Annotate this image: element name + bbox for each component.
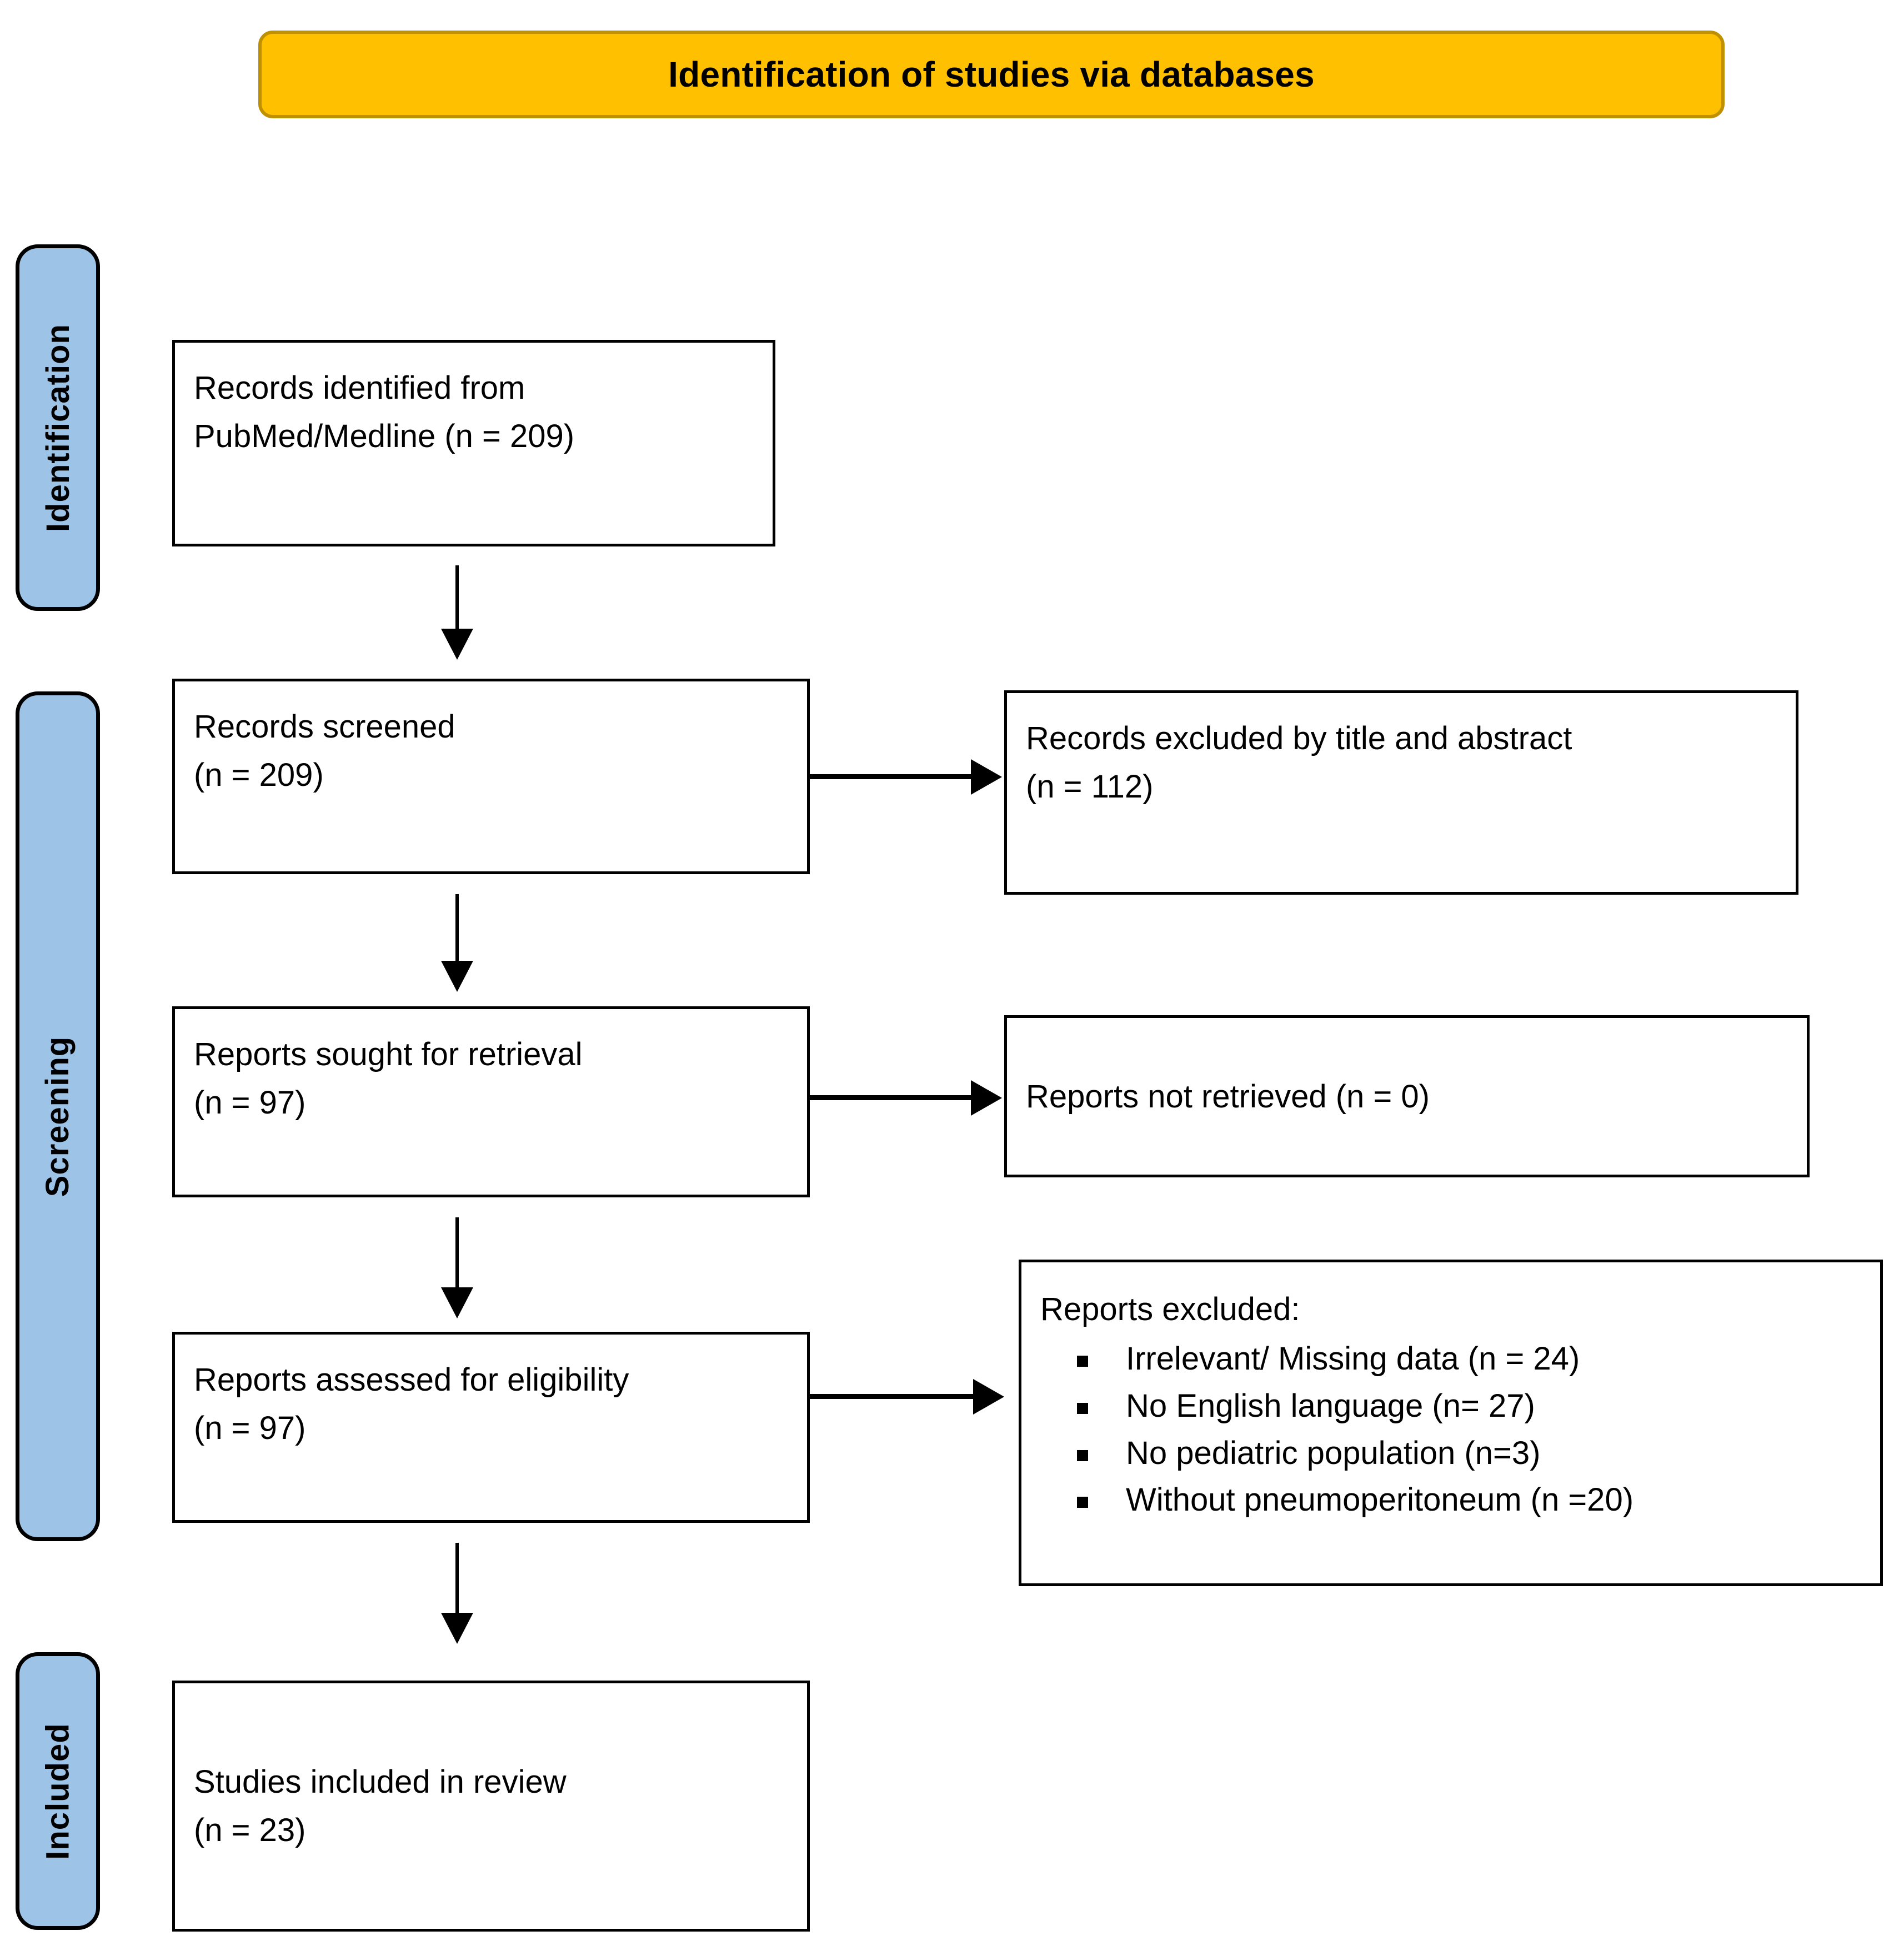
- list-item-label: No pediatric population (n=3): [1126, 1435, 1541, 1471]
- stage-band-screening: Screening: [16, 691, 100, 1541]
- arrow-assessed-to-excluded-line: [810, 1394, 974, 1399]
- reports-excluded-items: Irrelevant/ Missing data (n = 24) No Eng…: [1040, 1336, 1861, 1524]
- list-item-label: Without pneumoperitoneum (n =20): [1126, 1482, 1634, 1518]
- arrow-screened-to-sought-line: [455, 894, 459, 963]
- reports-excluded-title: Reports excluded:: [1040, 1291, 1300, 1327]
- arrow-assessed-to-included-line: [455, 1543, 459, 1615]
- square-bullet-icon: [1077, 1497, 1088, 1508]
- arrow-sought-to-assessed-head: [441, 1287, 473, 1318]
- box-reports-sought: Reports sought for retrieval (n = 97): [172, 1006, 810, 1197]
- arrow-assessed-to-included-head: [441, 1613, 473, 1644]
- box-studies-included: Studies included in review (n = 23): [172, 1681, 810, 1932]
- box-reports-assessed: Reports assessed for eligibility (n = 97…: [172, 1332, 810, 1523]
- box-reports-assessed-text: Reports assessed for eligibility (n = 97…: [194, 1362, 629, 1446]
- list-item: Without pneumoperitoneum (n =20): [1077, 1477, 1861, 1524]
- stage-label-identification: Identification: [39, 323, 76, 532]
- box-studies-included-text: Studies included in review (n = 23): [194, 1764, 567, 1848]
- arrow-sought-to-not-retrieved-line: [810, 1095, 972, 1100]
- arrow-screened-to-excluded-line: [810, 774, 972, 779]
- arrow-sought-to-not-retrieved-head: [971, 1080, 1002, 1116]
- arrow-identified-to-screened-head: [441, 629, 473, 660]
- box-reports-not-retrieved: Reports not retrieved (n = 0): [1004, 1015, 1810, 1177]
- stage-label-screening: Screening: [39, 1036, 76, 1197]
- header-banner: Identification of studies via databases: [258, 31, 1725, 118]
- stage-band-identification: Identification: [16, 244, 100, 611]
- square-bullet-icon: [1077, 1356, 1088, 1367]
- box-records-screened: Records screened (n = 209): [172, 679, 810, 874]
- box-records-identified-text: Records identified from PubMed/Medline (…: [194, 370, 575, 454]
- list-item: Irrelevant/ Missing data (n = 24): [1077, 1336, 1861, 1383]
- box-records-excluded: Records excluded by title and abstract (…: [1004, 690, 1798, 895]
- square-bullet-icon: [1077, 1450, 1088, 1461]
- square-bullet-icon: [1077, 1402, 1088, 1414]
- box-reports-excluded-list: Reports excluded: Irrelevant/ Missing da…: [1019, 1260, 1883, 1586]
- arrow-assessed-to-excluded-head: [973, 1379, 1004, 1415]
- header-title: Identification of studies via databases: [668, 54, 1315, 94]
- box-records-excluded-text: Records excluded by title and abstract (…: [1026, 720, 1572, 805]
- list-item: No English language (n= 27): [1077, 1383, 1861, 1430]
- list-item-label: No English language (n= 27): [1126, 1387, 1535, 1424]
- stage-band-included: Included: [16, 1652, 100, 1930]
- box-reports-not-retrieved-text: Reports not retrieved (n = 0): [1026, 1078, 1430, 1115]
- list-item-label: Irrelevant/ Missing data (n = 24): [1126, 1341, 1580, 1377]
- arrow-screened-to-sought-head: [441, 961, 473, 992]
- list-item: No pediatric population (n=3): [1077, 1430, 1861, 1477]
- arrow-screened-to-excluded-head: [971, 759, 1002, 795]
- arrow-identified-to-screened-line: [455, 565, 459, 631]
- box-records-identified: Records identified from PubMed/Medline (…: [172, 340, 775, 546]
- stage-label-included: Included: [39, 1722, 76, 1860]
- box-reports-sought-text: Reports sought for retrieval (n = 97): [194, 1036, 583, 1121]
- box-records-screened-text: Records screened (n = 209): [194, 709, 455, 793]
- arrow-sought-to-assessed-line: [455, 1217, 459, 1290]
